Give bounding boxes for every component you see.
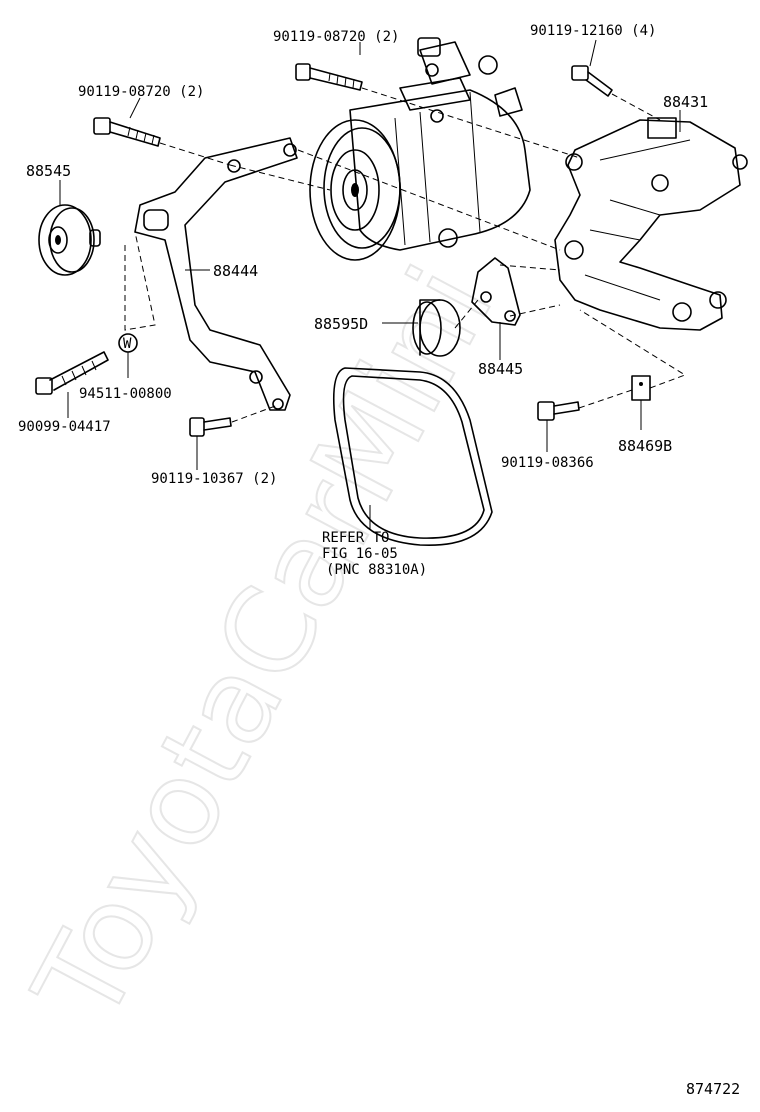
label-stud-bolt: 90099-04417 xyxy=(18,419,111,435)
bolt-top-center xyxy=(295,63,363,91)
small-bracket xyxy=(471,257,521,326)
label-bolt-bottom-right: 90119-08366 xyxy=(501,455,594,471)
spacer-collar xyxy=(412,299,461,357)
label-idler-pulley: 88545 xyxy=(26,162,71,180)
label-nut: 88469B xyxy=(618,437,672,455)
compressor-illustration xyxy=(309,37,531,261)
bolt-bottom-left xyxy=(189,417,232,437)
nut xyxy=(631,375,651,401)
stud-bolt xyxy=(35,351,109,395)
washer: W xyxy=(118,333,138,353)
part-labels: 90119-08720 (2) 90119-12160 (4) 90119-08… xyxy=(18,23,740,1098)
figure-number: 874722 xyxy=(686,1080,740,1098)
bolt-bottom-right xyxy=(537,401,580,421)
label-belt-refer-2: FIG 16-05 xyxy=(322,546,398,562)
washer-mark-text: W xyxy=(123,336,132,352)
v-ribbed-belt xyxy=(332,367,493,547)
bolt-top-right xyxy=(571,65,613,97)
bolt-top-left xyxy=(93,117,161,147)
label-belt-refer-1: REFER TO xyxy=(322,530,389,546)
label-spacer: 88595D xyxy=(314,315,368,333)
label-bracket-main: 88431 xyxy=(663,93,708,111)
label-bolt-top-left: 90119-08720 (2) xyxy=(78,84,204,100)
label-bracket-adjust: 88444 xyxy=(213,262,258,280)
compressor-bracket xyxy=(554,117,748,331)
label-bracket-small: 88445 xyxy=(478,360,523,378)
assembly-dashed-lines xyxy=(124,87,687,423)
label-washer: 94511-00800 xyxy=(79,386,172,402)
label-bolt-bottom-left: 90119-10367 (2) xyxy=(151,471,277,487)
idler-pulley xyxy=(38,204,101,276)
leader-lines xyxy=(59,39,681,530)
watermark-text: ToyotaCarMini xyxy=(7,245,519,1044)
label-belt-refer-3: (PNC 88310A) xyxy=(326,562,427,578)
label-bolt-top-right: 90119-12160 (4) xyxy=(530,23,656,39)
label-bolt-top-center: 90119-08720 (2) xyxy=(273,29,399,45)
